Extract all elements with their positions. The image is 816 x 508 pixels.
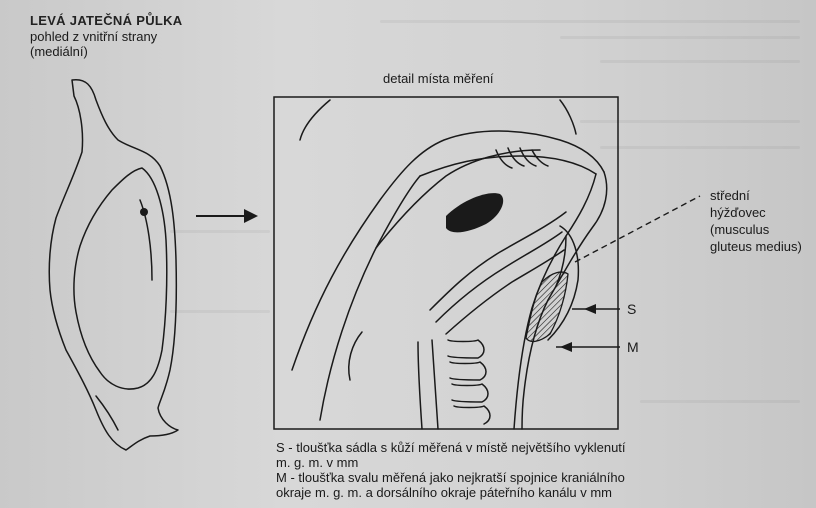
muscle-label: střední hýžďovec (musculus gluteus mediu… bbox=[710, 187, 805, 255]
detail-anatomy bbox=[292, 100, 607, 429]
hatched-fat-layer bbox=[526, 272, 568, 341]
legend-line-m: M - tloušťka svalu měřená jako nejkratší… bbox=[276, 470, 626, 485]
detail-frame bbox=[274, 97, 618, 429]
carcass-inner-outline bbox=[74, 168, 167, 389]
s-label: S bbox=[627, 302, 636, 316]
pointer-arrow bbox=[196, 209, 258, 223]
legend-line-m-cont: okraje m. g. m. a dorsálního okraje páte… bbox=[276, 485, 626, 500]
m-label: M bbox=[627, 340, 639, 354]
muscle-leader-line bbox=[575, 196, 700, 262]
legend: S - tloušťka sádla s kůží měřená v místě… bbox=[276, 440, 626, 500]
carcass-measure-spot bbox=[140, 208, 148, 216]
m-arrow bbox=[556, 342, 620, 352]
carcass-outline bbox=[49, 80, 178, 450]
s-arrow bbox=[572, 304, 620, 314]
detail-caption: detail místa měření bbox=[383, 72, 494, 86]
dark-cavity-shape bbox=[446, 193, 503, 232]
legend-line-s: S - tloušťka sádla s kůží měřená v místě… bbox=[276, 440, 626, 455]
legend-line-s-cont: m. g. m. v mm bbox=[276, 455, 626, 470]
